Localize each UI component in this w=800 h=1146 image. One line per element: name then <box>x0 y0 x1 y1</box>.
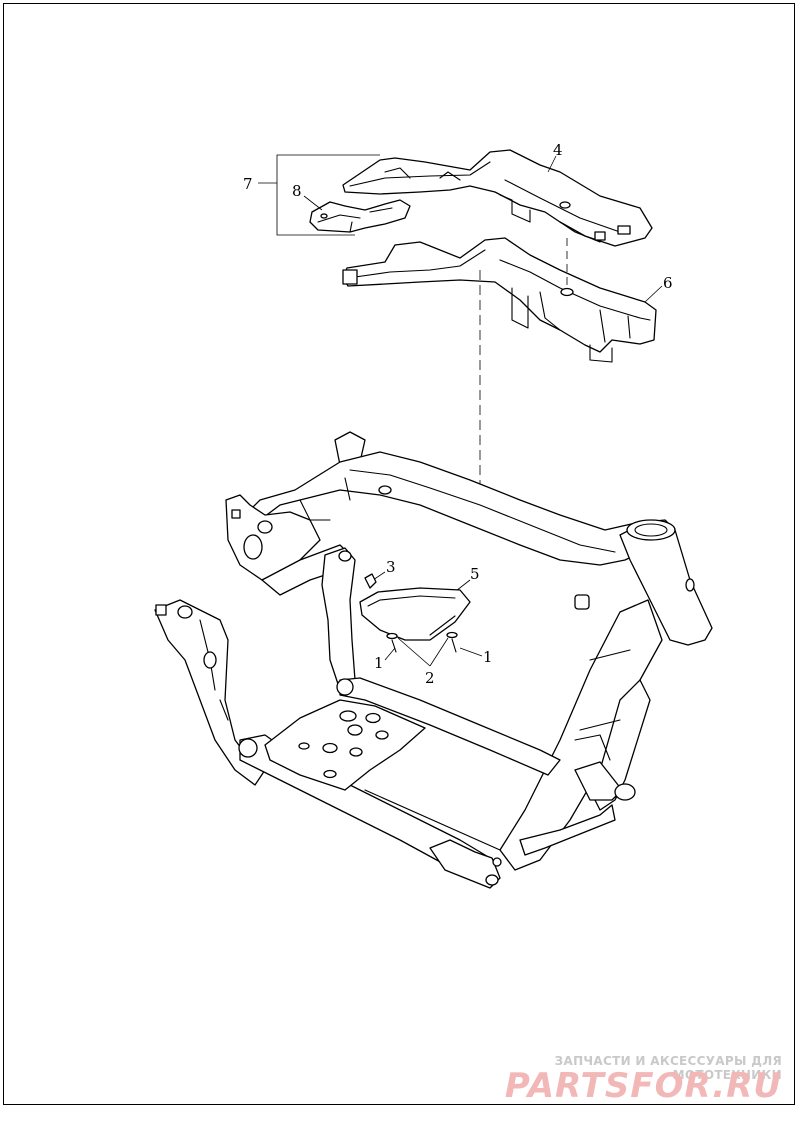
callout-2: 2 <box>425 669 435 687</box>
motorcycle-frame <box>154 431 713 889</box>
hardware-screws <box>364 573 458 653</box>
callout-7: 7 <box>243 175 253 193</box>
part-6-lower-tray <box>342 237 657 363</box>
callout-1-right: 1 <box>483 648 493 666</box>
callout-3: 3 <box>386 558 396 576</box>
callout-8: 8 <box>292 182 302 200</box>
part-8-bracket <box>309 199 411 233</box>
part-5-side-cover <box>359 587 471 641</box>
callout-4: 4 <box>553 141 563 159</box>
callout-7-bracket <box>258 154 380 236</box>
watermark-logo: PARTSFOR.RU <box>504 1066 782 1106</box>
leader-lines <box>303 155 663 667</box>
diagram-frame <box>3 3 795 1105</box>
watermark-tagline: ЗАПЧАСТИ И АКСЕССУАРЫ ДЛЯ МОТОТЕХНИКИ <box>554 1054 782 1082</box>
callout-1-left: 1 <box>374 654 384 672</box>
callout-6: 6 <box>663 274 673 292</box>
part-4-top-cover <box>342 149 653 247</box>
callout-5: 5 <box>470 565 480 583</box>
